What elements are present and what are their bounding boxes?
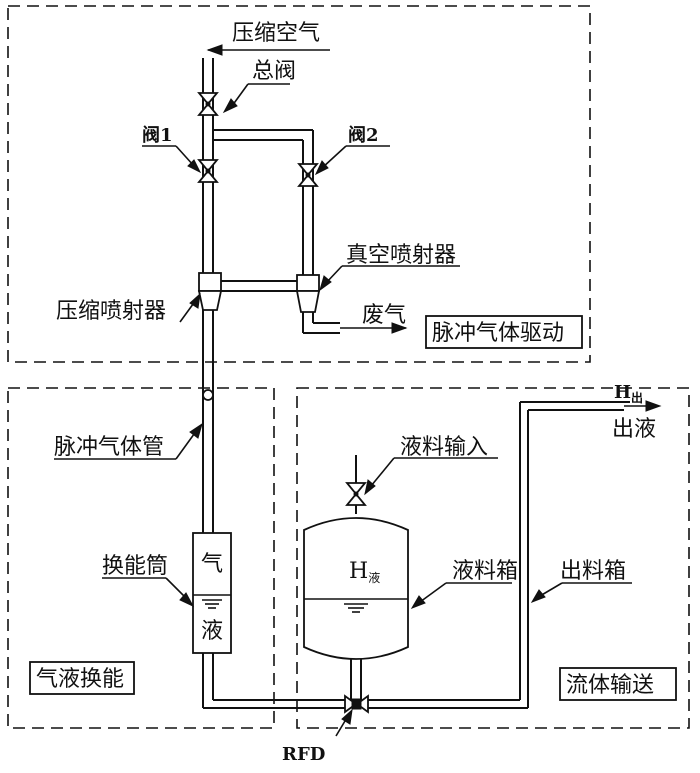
compression-ejector-leader (179, 292, 201, 323)
main-valve[interactable] (197, 92, 219, 116)
outlet-arrow (624, 400, 662, 412)
label-discharge-tank: 出料箱 (560, 559, 626, 584)
valve-1[interactable] (197, 159, 219, 183)
label-vacuum-ejector: 真空喷射器 (346, 243, 456, 268)
label-gas: 气 (201, 552, 223, 577)
rfd-valve (344, 694, 369, 714)
label-rfd: RFD (282, 744, 325, 765)
label-pulse-gas-pipe: 脉冲气体管 (54, 435, 164, 460)
branch-pipe-valve2 (213, 129, 314, 280)
liquid-tank-leader (410, 582, 512, 609)
label-energy-converter: 换能筒 (102, 554, 168, 579)
gas-liquid-conversion-box (29, 661, 135, 695)
label-exhaust: 废气 (362, 303, 406, 328)
valve-1-leader (142, 145, 202, 174)
liquid-input-valve[interactable] (345, 482, 367, 506)
liquid-tank (303, 517, 409, 660)
label-compression-ejector: 压缩喷射器 (56, 299, 166, 324)
pulse-gas-pipe-leader (54, 422, 203, 460)
discharge-riser (519, 401, 630, 708)
ejector-link-pipe (220, 280, 298, 292)
label-valve-2: 阀2 (348, 124, 379, 146)
compression-ejector (197, 272, 223, 311)
vacuum-ejector-leader (319, 265, 460, 292)
label-fluid-transport: 流体输送 (566, 673, 654, 698)
label-outlet-liquid: 出液 (612, 417, 656, 442)
label-h-liquid: H液 (349, 559, 380, 585)
label-valve-1: 阀1 (142, 124, 173, 146)
vacuum-ejector (295, 274, 340, 334)
energy-converter-leader (102, 577, 195, 608)
energy-converter-cylinder (192, 532, 232, 654)
discharge-tank-leader (530, 582, 632, 603)
pulse-gas-drive-box (425, 315, 583, 349)
tank-outlet-pipe (350, 659, 362, 700)
label-main-valve: 总阀 (252, 59, 296, 84)
fluid-transport-box (559, 667, 677, 701)
exhaust-arrow (340, 322, 408, 334)
liquid-input-leader (364, 457, 498, 496)
label-h-out: H出 (614, 382, 643, 405)
main-valve-leader (222, 83, 290, 114)
label-liquid-tank: 液料箱 (452, 559, 518, 584)
label-gas-liquid-conversion: 气液换能 (36, 667, 124, 692)
valve-2-leader (314, 145, 390, 176)
region-gas-liquid-conversion (7, 387, 275, 729)
label-pulse-gas-drive: 脉冲气体驱动 (432, 321, 564, 346)
pipe-joint (202, 389, 214, 401)
compressed-air-arrow (206, 44, 330, 56)
label-liquid-input: 液料输入 (400, 435, 488, 460)
label-liquid: 液 (201, 619, 223, 644)
label-compressed-air: 压缩空气 (232, 21, 320, 46)
region-pulse-gas-drive (7, 5, 591, 363)
valve-2[interactable] (297, 163, 319, 187)
rfd-leader (335, 708, 353, 737)
region-fluid-transport (296, 387, 690, 729)
bottom-pipe (203, 699, 528, 709)
